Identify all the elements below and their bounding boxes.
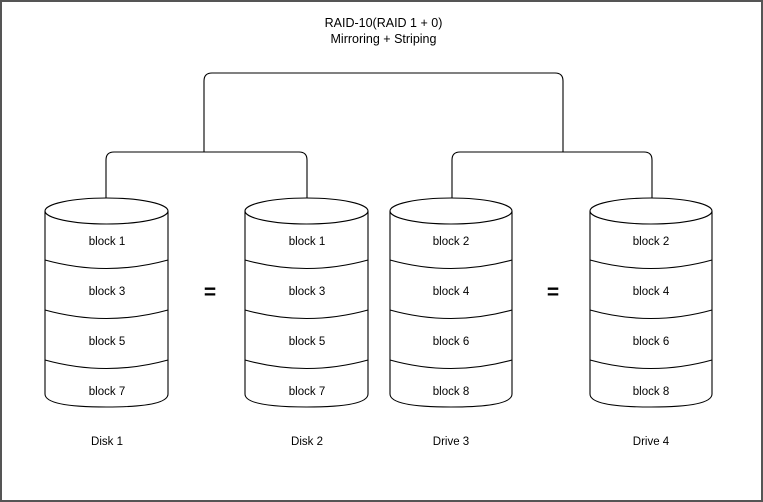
block-label: block 5	[288, 336, 326, 348]
disk-caption: Disk 2	[291, 436, 323, 448]
cylinder-drive-4	[589, 197, 713, 408]
block-label: block 7	[88, 386, 126, 398]
connector-mirror-bracket-right	[451, 151, 653, 198]
block-label: block 6	[632, 336, 670, 348]
block-label: block 7	[288, 386, 326, 398]
block-label: block 4	[632, 286, 670, 298]
title-line-2: Mirroring + Striping	[330, 32, 437, 46]
block-label: block 1	[288, 236, 326, 248]
block-label: block 8	[432, 386, 470, 398]
block-label: block 1	[88, 236, 126, 248]
block-label: block 2	[632, 236, 670, 248]
block-label: block 8	[632, 386, 670, 398]
cylinder-disk-2	[244, 197, 369, 408]
equals-sign-mirror-pair-1: =	[203, 281, 217, 304]
block-label: block 6	[432, 336, 470, 348]
cylinder-drive-3	[389, 197, 513, 408]
connector-root-bracket	[203, 72, 564, 152]
block-label: block 4	[432, 286, 470, 298]
block-label: block 3	[288, 286, 326, 298]
equals-sign-mirror-pair-2: =	[546, 281, 560, 304]
disk-caption: Drive 3	[432, 436, 470, 448]
block-label: block 3	[88, 286, 126, 298]
title-line-1: RAID-10(RAID 1 + 0)	[324, 16, 443, 30]
block-label: block 2	[432, 236, 470, 248]
connector-mirror-bracket-left	[105, 151, 308, 198]
disk-caption: Disk 1	[91, 436, 123, 448]
diagram-title: RAID-10(RAID 1 + 0) Mirroring + Striping	[2, 15, 761, 47]
block-label: block 5	[88, 336, 126, 348]
disk-caption: Drive 4	[632, 436, 670, 448]
cylinder-disk-1	[44, 197, 169, 408]
